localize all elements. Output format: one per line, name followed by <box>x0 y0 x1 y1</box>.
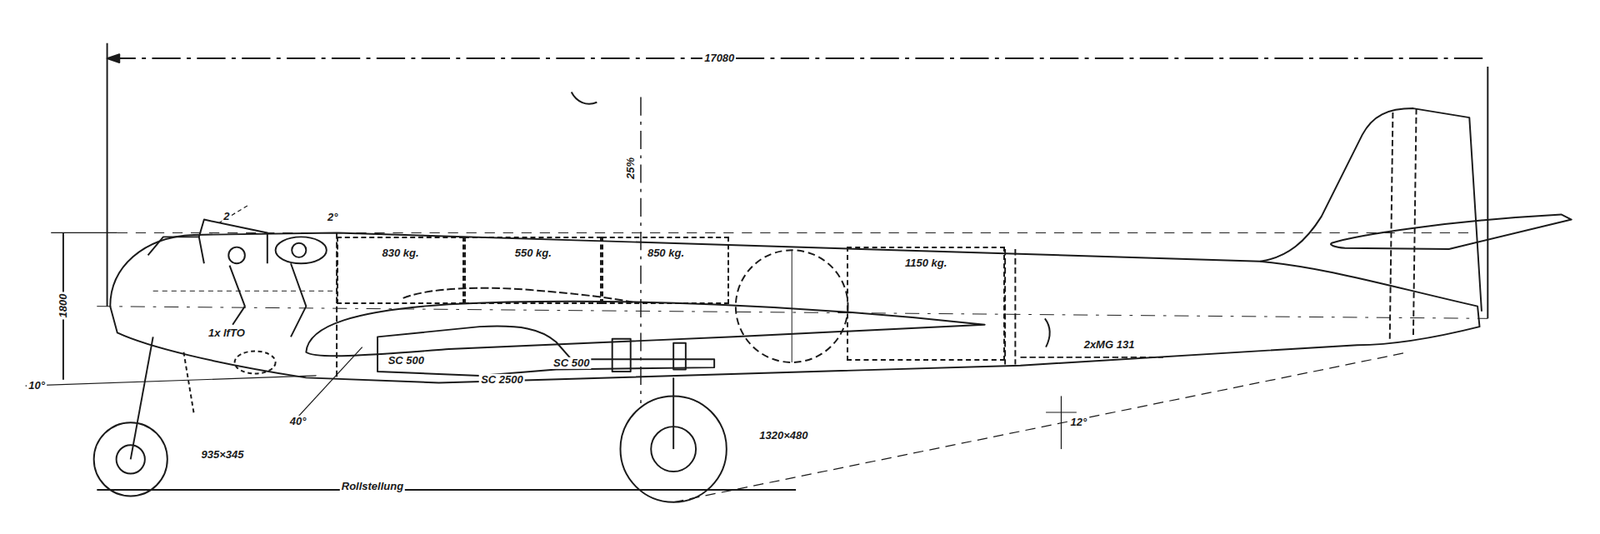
wing-spar <box>403 288 634 303</box>
tank-capacity: 1150 kg. <box>902 256 950 270</box>
fin-outline <box>1260 108 1482 312</box>
tank-capacity: 850 kg. <box>645 246 687 260</box>
gear-line <box>183 352 194 414</box>
tank-circle <box>735 250 849 363</box>
canopy <box>199 220 268 265</box>
wing-section <box>305 301 985 357</box>
position-label: Rollstellung <box>340 480 405 493</box>
ground-line <box>96 489 796 491</box>
wheel-size: 935×345 <box>199 449 245 461</box>
wheel-size: 1320×480 <box>757 430 810 442</box>
dimension-line <box>107 57 1489 60</box>
extension-line <box>50 232 118 234</box>
equipment-label: 1x lfTO <box>206 327 247 340</box>
tank-capacity: 830 kg. <box>380 246 422 260</box>
angle: 10° <box>26 380 47 392</box>
angle-line <box>290 347 363 425</box>
extension-line <box>106 43 109 307</box>
bomb-label: SC 500 <box>551 357 591 370</box>
nose-wheel <box>94 422 168 496</box>
center-line <box>791 250 793 363</box>
tank-compartment: 850 kg. <box>601 236 730 305</box>
main-gear-strut <box>672 377 675 450</box>
tail-clearance-line <box>673 352 1409 503</box>
dimension: 1800 <box>57 292 70 320</box>
nose-gear-strut <box>130 336 154 460</box>
dimension-arrow <box>107 54 120 63</box>
gun-barrel <box>1020 356 1163 359</box>
floor-line <box>153 290 337 292</box>
dimension: 17080 <box>702 52 736 65</box>
reference-line <box>25 375 317 386</box>
tank-compartment: 830 kg. <box>336 236 465 305</box>
mark <box>571 92 598 105</box>
chord-line <box>640 97 641 404</box>
fuselage-outline <box>110 232 1480 383</box>
hatch <box>235 351 276 375</box>
rudder-line <box>1390 112 1394 340</box>
crew-body <box>230 265 245 325</box>
callout-number: 2 <box>221 210 231 222</box>
bulkhead <box>1014 249 1016 365</box>
window <box>275 236 327 264</box>
armament-label: 2xMG 131 <box>1082 339 1137 351</box>
crew-head <box>228 247 245 265</box>
engine-part <box>612 339 631 372</box>
engine-nacelle <box>377 326 715 376</box>
engine-part <box>673 343 686 370</box>
bomb-label: SC 500 <box>386 355 426 367</box>
angle: 12° <box>1068 416 1089 429</box>
angle: 2° <box>325 211 340 224</box>
tank-capacity: 550 kg. <box>512 246 555 260</box>
nose-wheel-hub <box>116 445 145 474</box>
tailplane <box>1330 214 1572 250</box>
gun-mount <box>1045 318 1050 347</box>
angle: 40° <box>288 415 309 428</box>
angle-mark <box>1045 411 1077 413</box>
bomb-label: SC 2500 <box>479 373 525 385</box>
tank-compartment: 550 kg. <box>464 236 602 305</box>
chord-position: 25% <box>625 155 637 181</box>
crew-head <box>291 243 306 258</box>
extension-line <box>1486 66 1489 319</box>
rudder-line <box>1413 108 1417 337</box>
crew-body <box>290 263 306 337</box>
tank-compartment: 1150 kg. <box>846 246 1005 361</box>
angle-mark <box>1060 395 1062 450</box>
sight-line <box>219 204 250 223</box>
window <box>148 236 205 264</box>
